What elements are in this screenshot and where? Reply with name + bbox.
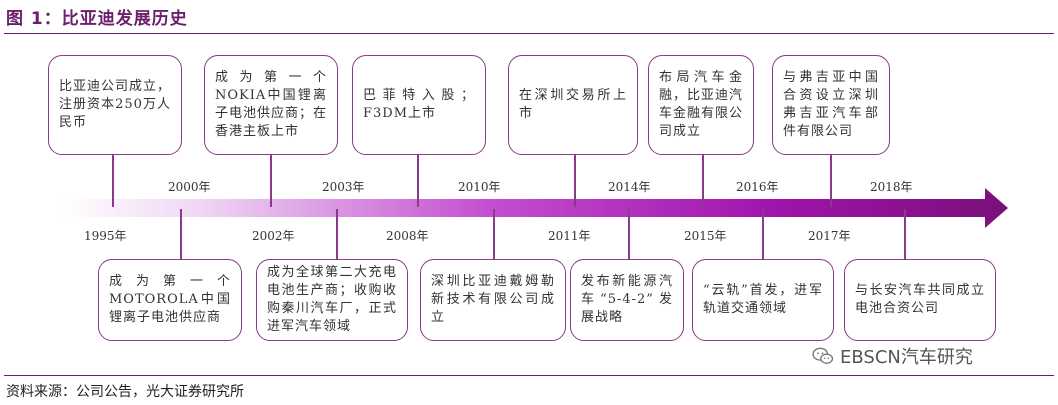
event-box-2000: 成为第一个MOTOROLA中国锂离子电池供应商	[98, 259, 242, 341]
stem-1995	[112, 155, 114, 207]
year-label-2017: 2017年	[808, 229, 851, 243]
event-text-2000: 成为第一个MOTOROLA中国锂离子电池供应商	[109, 274, 231, 325]
year-label-2011: 2011年	[548, 229, 591, 243]
stem-2003	[336, 209, 338, 261]
top-rule	[4, 33, 1054, 34]
event-text-2010: 深圳比亚迪戴姆勒新技术有限公司成立	[431, 274, 555, 325]
stem-2014	[628, 209, 630, 261]
event-box-2016: “云轨”首发，进军轨道交通领域	[692, 259, 834, 341]
event-text-2018: 与长安汽车共同成立电池合资公司	[855, 283, 985, 316]
stem-2016	[762, 209, 764, 261]
stem-2011	[574, 155, 576, 207]
event-text-2014: 发布新能源汽车“5-4-2”发展战略	[581, 274, 673, 325]
event-box-2018: 与长安汽车共同成立电池合资公司	[844, 259, 996, 341]
watermark-text: EBSCN汽车研究	[840, 347, 973, 368]
event-text-1995: 比亚迪公司成立，注册资本250万人民币	[59, 79, 172, 130]
year-label-2015: 2015年	[684, 229, 727, 243]
event-text-2011: 在深圳交易所上市	[519, 88, 627, 121]
event-text-2008: 巴菲特入股；F3DM上市	[363, 88, 475, 121]
wechat-icon	[812, 347, 834, 364]
year-label-2008: 2008年	[386, 229, 429, 243]
event-box-2002: 成为第一个NOKIA中国锂离子电池供应商；在香港主板上市	[204, 55, 338, 155]
figure-source: 资料来源：公司公告，光大证券研究所	[6, 384, 244, 400]
year-label-2000: 2000年	[168, 180, 211, 194]
bottom-rule	[4, 375, 1054, 376]
event-text-2016: “云轨”首发，进军轨道交通领域	[703, 283, 823, 316]
stem-2000	[180, 209, 182, 261]
year-label-2018: 2018年	[870, 180, 913, 194]
event-text-2002: 成为第一个NOKIA中国锂离子电池供应商；在香港主板上市	[215, 70, 328, 139]
event-box-2008: 巴菲特入股；F3DM上市	[352, 55, 486, 155]
year-label-2016: 2016年	[736, 180, 779, 194]
event-box-2010: 深圳比亚迪戴姆勒新技术有限公司成立	[420, 259, 566, 341]
event-box-2015: 布局汽车金融，比亚迪汽车金融有限公司成立	[648, 55, 754, 155]
year-label-1995: 1995年	[84, 229, 127, 243]
year-label-2014: 2014年	[608, 180, 651, 194]
stem-2008	[417, 155, 419, 207]
year-label-2010: 2010年	[458, 180, 501, 194]
event-box-2017: 与弗吉亚中国合资设立深圳弗吉亚汽车部件有限公司	[772, 55, 890, 155]
event-box-2011: 在深圳交易所上市	[508, 55, 638, 155]
event-text-2017: 与弗吉亚中国合资设立深圳弗吉亚汽车部件有限公司	[783, 70, 879, 139]
stem-2018	[904, 209, 906, 261]
event-box-2014: 发布新能源汽车“5-4-2”发展战略	[570, 259, 684, 341]
watermark: EBSCN汽车研究	[812, 343, 973, 369]
event-box-1995: 比亚迪公司成立，注册资本250万人民币	[48, 55, 182, 155]
event-box-2003: 成为全球第二大充电电池生产商；收购收购秦川汽车厂，正式进军汽车领域	[256, 259, 408, 341]
figure-title: 图 1：比亚迪发展历史	[6, 9, 188, 29]
year-label-2002: 2002年	[252, 229, 295, 243]
stem-2015	[702, 155, 704, 207]
stem-2002	[270, 155, 272, 207]
event-text-2015: 布局汽车金融，比亚迪汽车金融有限公司成立	[659, 70, 744, 139]
stem-2010	[493, 209, 495, 261]
event-text-2003: 成为全球第二大充电电池生产商；收购收购秦川汽车厂，正式进军汽车领域	[267, 265, 397, 334]
stem-2017	[830, 155, 832, 207]
year-label-2003: 2003年	[322, 180, 365, 194]
